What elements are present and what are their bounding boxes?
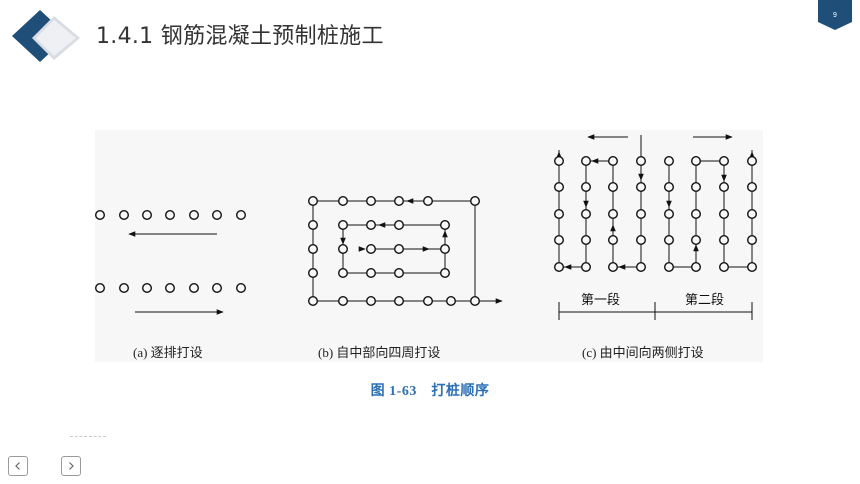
pile-circle — [747, 156, 758, 167]
pile-circle — [188, 209, 199, 220]
pile-circle — [142, 282, 153, 293]
pile-circle — [608, 156, 619, 167]
page-number: 9 — [833, 12, 837, 19]
caption-a: (a) 逐排打设 — [133, 345, 203, 360]
pile-circle — [307, 267, 318, 278]
pile-circle — [337, 295, 348, 306]
pile-circle — [470, 195, 481, 206]
pile-circle — [337, 219, 348, 230]
pile-circle — [95, 283, 105, 293]
pile-circle — [164, 209, 175, 220]
pile-circle — [608, 234, 619, 245]
pile-circle — [608, 182, 619, 193]
pile-circle — [446, 295, 457, 306]
pile-circle — [747, 234, 758, 245]
pile-circle — [366, 295, 377, 306]
pile-circle — [554, 182, 565, 193]
pile-circle — [636, 182, 647, 193]
pile-circle — [119, 282, 130, 293]
pile-circle — [188, 282, 199, 293]
pile-circle — [394, 195, 405, 206]
segment-label-2: 第二段 — [685, 292, 724, 307]
pile-circle — [691, 261, 702, 272]
pile-circle — [211, 282, 222, 293]
pile-circle — [581, 156, 592, 167]
pile-circle — [664, 234, 675, 245]
pile-circle — [636, 234, 647, 245]
caption-b: (b) 自中部向四周打设 — [318, 345, 441, 360]
pile-circle — [394, 219, 405, 230]
pile-circle — [719, 208, 730, 219]
pile-circle — [581, 182, 592, 193]
pile-circle — [581, 261, 592, 272]
pile-circle — [394, 295, 405, 306]
pile-circle — [470, 295, 481, 306]
pile-circle — [691, 156, 702, 167]
pile-circle — [747, 208, 758, 219]
pile-circle — [337, 267, 348, 278]
pile-diagram: 第一段 第二段 — [95, 134, 758, 320]
pile-circle — [554, 208, 565, 219]
pile-circle — [394, 243, 405, 254]
pile-driving-figure: 第一段 第二段 — [95, 130, 763, 362]
slide-title: 1.4.1 钢筋混凝土预制桩施工 — [96, 24, 384, 49]
pile-circle — [691, 182, 702, 193]
pile-circle — [142, 209, 153, 220]
pile-circle — [366, 195, 377, 206]
pile-circle — [337, 243, 348, 254]
pile-circle — [664, 182, 675, 193]
figure-caption: 图 1-63 打桩顺序 — [370, 384, 490, 399]
pile-circle — [366, 267, 377, 278]
pile-circle — [747, 261, 758, 272]
pile-circle — [440, 219, 451, 230]
pile-circle — [119, 209, 130, 220]
pile-circle — [95, 210, 105, 220]
pile-circle — [636, 261, 647, 272]
pile-circle — [337, 195, 348, 206]
pile-circle — [394, 267, 405, 278]
pile-circle — [440, 267, 451, 278]
pile-circle — [211, 209, 222, 220]
pile-circle — [691, 208, 702, 219]
pile-circle — [719, 261, 730, 272]
pile-circle — [581, 208, 592, 219]
pile-circle — [554, 156, 565, 167]
divider — [70, 436, 106, 437]
caption-c: (c) 由中间向两侧打设 — [582, 345, 704, 360]
pile-circle — [423, 295, 434, 306]
logo-diamond-icon — [12, 10, 80, 62]
pile-circle — [608, 261, 619, 272]
pile-circle — [423, 195, 434, 206]
pile-circle — [366, 219, 377, 230]
pile-circle — [307, 219, 318, 230]
pile-circle — [164, 282, 175, 293]
segment-label-1: 第一段 — [581, 292, 620, 307]
pile-circle — [719, 234, 730, 245]
pile-circle — [307, 195, 318, 206]
pile-circle — [636, 208, 647, 219]
pile-circle — [719, 182, 730, 193]
pile-circle — [554, 261, 565, 272]
page-badge-icon — [818, 0, 852, 30]
prev-button[interactable] — [8, 456, 28, 476]
chevron-left-icon — [15, 462, 20, 470]
pile-circle — [608, 208, 619, 219]
pile-circle — [747, 182, 758, 193]
pile-circle — [235, 209, 246, 220]
pile-circle — [636, 156, 647, 167]
pile-circle — [664, 208, 675, 219]
pile-circle — [440, 243, 451, 254]
pile-circle — [664, 156, 675, 167]
pile-circle — [581, 234, 592, 245]
pile-circle — [719, 156, 730, 167]
chevron-right-icon — [69, 462, 74, 470]
pile-circle — [366, 243, 377, 254]
pile-circle — [307, 295, 318, 306]
pile-circle — [691, 234, 702, 245]
pile-circle — [554, 234, 565, 245]
next-button[interactable] — [61, 456, 81, 476]
pile-circle — [664, 261, 675, 272]
pile-circle — [235, 282, 246, 293]
pile-circle — [307, 243, 318, 254]
